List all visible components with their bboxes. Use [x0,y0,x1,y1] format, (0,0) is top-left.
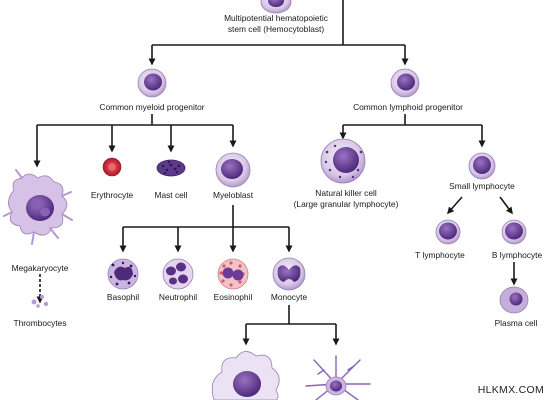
neutrophil-image [162,258,194,290]
dendritic-cell-body [325,376,347,396]
thrombocytes-image [31,295,49,308]
stem-cell-label-line1: Multipotential hematopoietic [224,13,328,23]
basophil-label: Basophil [106,292,140,302]
neutrophil-label: Neutrophil [158,292,198,302]
erythrocyte-image [102,157,122,177]
stem-cell-image [260,0,292,14]
b-lymphocyte-image [501,219,527,245]
plasma-cell-image [499,286,529,314]
nk-cell-image [320,138,366,184]
lymphoid-progenitor-label: Common lymphoid progenitor [353,102,463,112]
connector-lines [33,0,518,346]
nk-cell-label: Natural killer cell (Large granular lymp… [294,188,399,209]
monocyte-label: Monocyte [270,292,308,302]
b-lymphocyte-label: B lymphocyte [491,250,543,260]
nk-cell-label-line1: Natural killer cell [315,188,377,198]
megakaryocyte-image [3,169,73,245]
basophil-image [107,258,139,290]
myeloid-progenitor-label: Common myeloid progenitor [99,102,205,112]
myeloblast-label: Myeloblast [212,190,254,200]
mast-cell-label: Mast cell [154,190,188,200]
eosinophil-image [217,258,249,290]
t-lymphocyte-label: T lymphocyte [415,250,465,260]
monocyte-image [272,257,306,291]
small-lymphocyte-label: Small lymphocyte [449,181,515,191]
t-lymphocyte-image [435,219,461,245]
macrophage-image [211,351,280,400]
erythrocyte-label: Erythrocyte [90,190,134,200]
stem-cell-label: Multipotential hematopoietic stem cell (… [224,13,328,34]
lymphoid-progenitor-image [390,68,420,98]
watermark: HLKMX.COM [477,384,544,396]
stem-cell-label-line2: stem cell (Hemocytoblast) [227,23,325,34]
small-lymphocyte-image [468,152,496,180]
myeloblast-image [215,152,251,188]
nk-cell-label-line2: (Large granular lymphocyte) [293,198,399,209]
megakaryocyte-label: Megakaryocyte [11,263,69,273]
plasma-cell-label: Plasma cell [494,318,538,328]
eosinophil-label: Eosinophil [213,292,253,302]
mast-cell-image [156,159,186,177]
myeloid-progenitor-image [137,68,167,98]
thrombocytes-label: Thrombocytes [13,318,67,328]
